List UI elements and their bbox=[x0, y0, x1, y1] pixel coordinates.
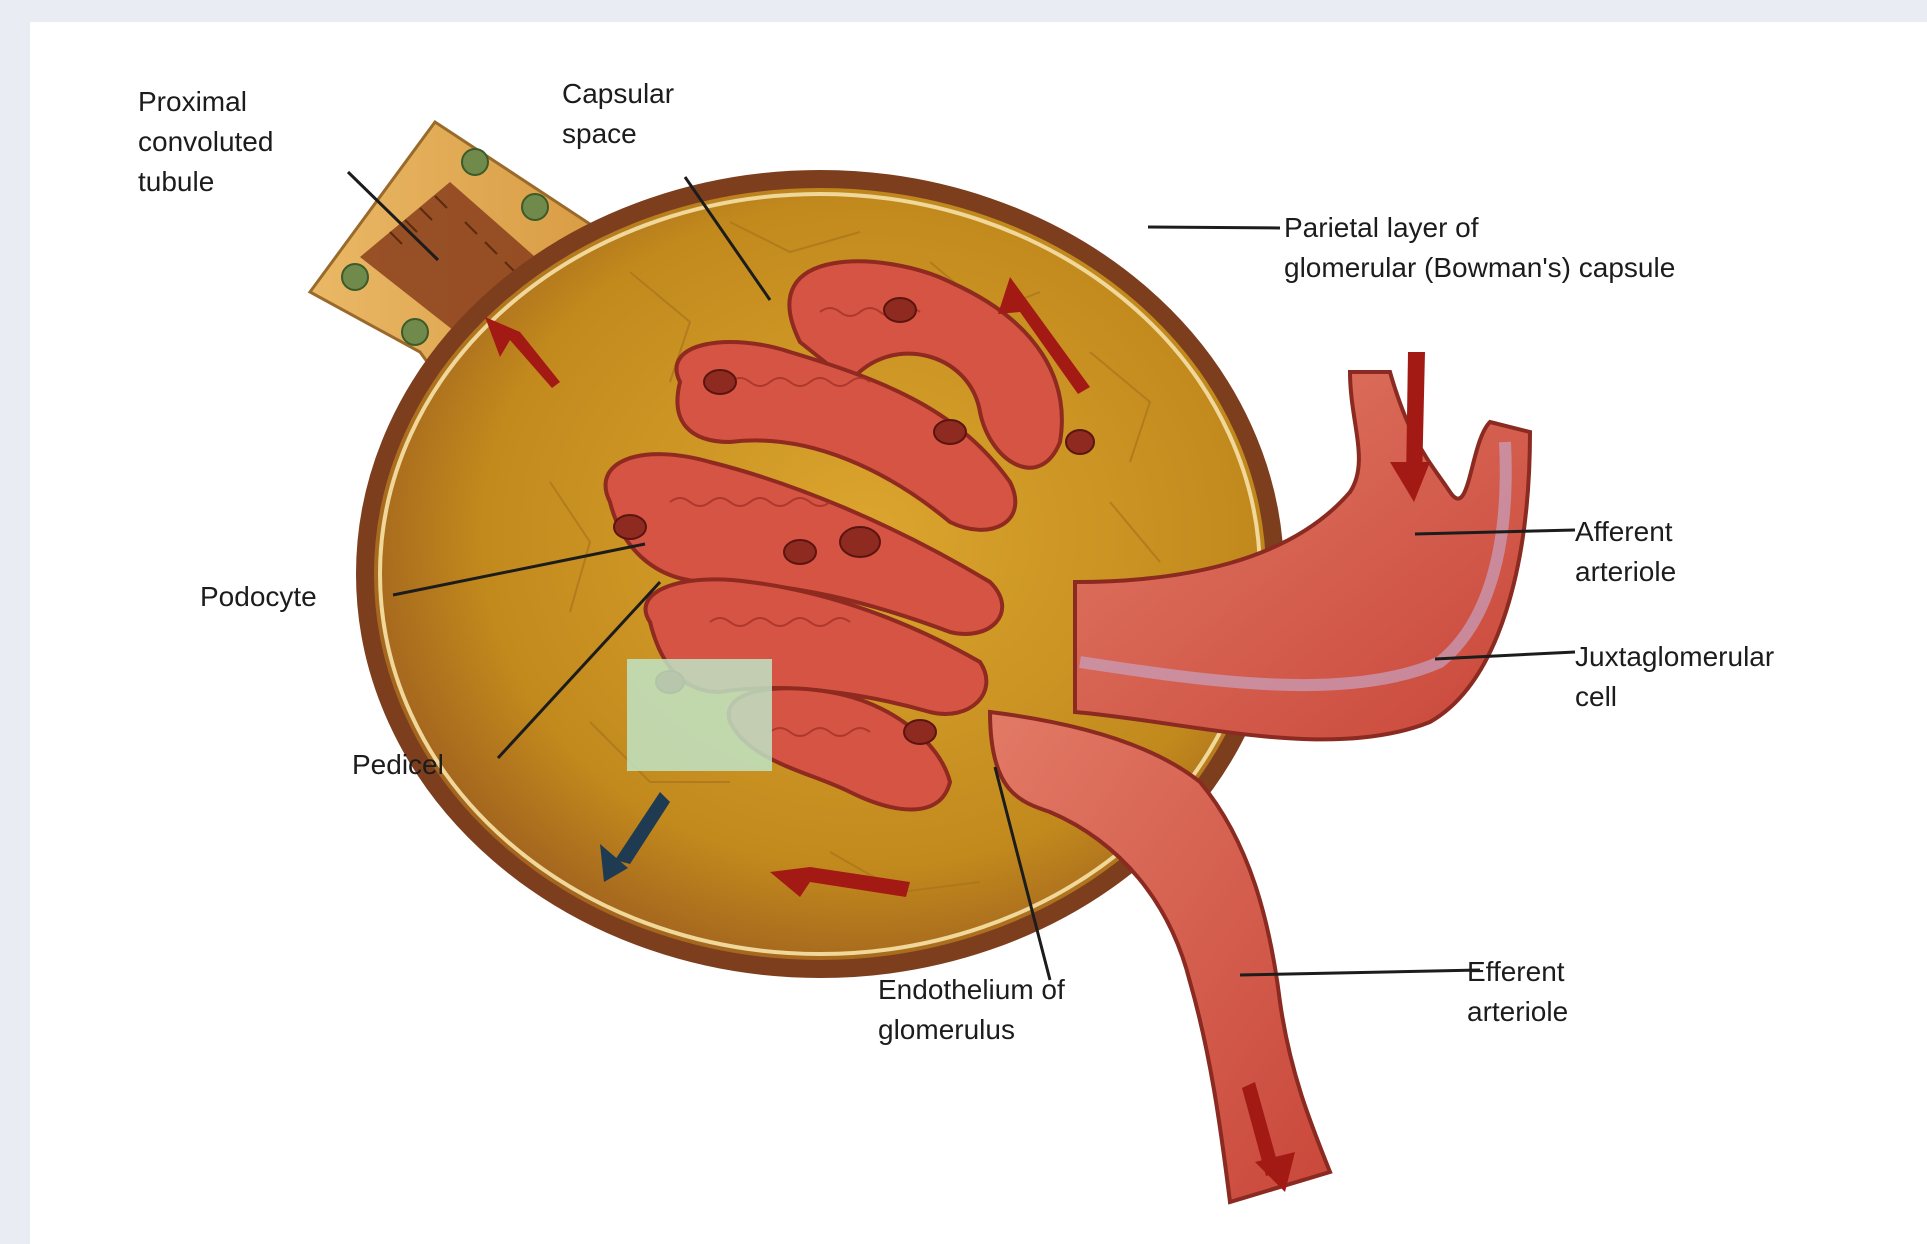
label-efferent-arteriole: Efferent arteriole bbox=[1467, 952, 1568, 1032]
label-pedicel: Pedicel bbox=[352, 745, 444, 785]
label-proximal-convoluted-tubule: Proximal convoluted tubule bbox=[138, 82, 273, 202]
renal-corpuscle-illustration bbox=[30, 22, 1927, 1244]
efferent-arteriole bbox=[990, 712, 1330, 1202]
label-capsular-space: Capsular space bbox=[562, 74, 674, 154]
label-endothelium-of-glomerulus: Endothelium of glomerulus bbox=[878, 970, 1065, 1050]
label-parietal-layer: Parietal layer of glomerular (Bowman's) … bbox=[1284, 208, 1675, 288]
slide-canvas: Proximal convoluted tubule Capsular spac… bbox=[30, 22, 1927, 1244]
label-afferent-arteriole: Afferent arteriole bbox=[1575, 512, 1676, 592]
label-podocyte: Podocyte bbox=[200, 577, 317, 617]
pedicel-detail-box bbox=[627, 659, 772, 771]
label-juxtaglomerular-cell: Juxtaglomerular cell bbox=[1575, 637, 1774, 717]
